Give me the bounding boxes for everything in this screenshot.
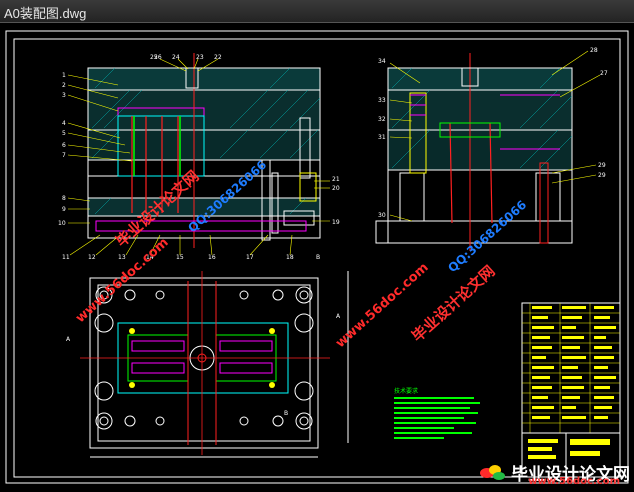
part-number-label: 21 (332, 176, 340, 183)
front-section-view: 1 2 3 4 5 6 7 8 9 10 11 12 13 14 15 16 1… (58, 53, 340, 261)
section-marker: B (284, 410, 288, 417)
part-number-label: 7 (62, 152, 66, 159)
part-number-label: 3 (62, 92, 66, 99)
part-number-label: 12 (88, 254, 96, 261)
drawing-svg[interactable]: 1 2 3 4 5 6 7 8 9 10 11 12 13 14 15 16 1… (0, 23, 634, 487)
section-marker: B (316, 254, 320, 261)
drawing-frame (5, 30, 629, 484)
part-number-label: 18 (286, 254, 294, 261)
part-number-label: 2 (62, 82, 66, 89)
part-number-label: 10 (58, 220, 66, 227)
part-number-label: 6 (62, 142, 66, 149)
part-number-label: 5 (62, 130, 66, 137)
part-number-label: 33 (378, 97, 386, 104)
part-number-label: 27 (600, 70, 608, 77)
part-number-label: 28 (590, 47, 598, 54)
logo-text: 毕业设计论文网 (511, 464, 630, 485)
section-marker: A (336, 313, 341, 320)
part-number-label: 22 (214, 54, 222, 61)
part-number-label: 29 (598, 162, 606, 169)
title-block (521, 302, 621, 478)
part-number-label: 4 (62, 120, 66, 127)
part-number-label: 19 (332, 219, 340, 226)
part-number-label: 9 (62, 206, 66, 213)
part-number-label: 23 (196, 54, 204, 61)
technical-notes: 技术要求 (394, 387, 480, 439)
cad-drawing-canvas[interactable]: 1 2 3 4 5 6 7 8 9 10 11 12 13 14 15 16 1… (0, 23, 634, 487)
inner-frame (13, 38, 621, 478)
part-number-label: 15 (176, 254, 184, 261)
part-number-label: 13 (118, 254, 126, 261)
side-section-view: 34 33 32 31 30 28 27 29 29 26 (154, 47, 608, 251)
part-number-label: 1 (62, 72, 66, 79)
part-number-label: 24 (172, 54, 180, 61)
window-titlebar: A0装配图.dwg (0, 0, 634, 23)
part-number-label: 31 (378, 134, 386, 141)
part-number-label: 8 (62, 195, 66, 202)
logo-url: www.56doc.com (528, 476, 620, 487)
part-number-label: 26 (154, 54, 162, 61)
notes-title: 技术要求 (394, 387, 418, 395)
site-logo: 毕业设计论文网 (477, 459, 630, 485)
part-number-label: 25 (150, 54, 158, 61)
part-number-label: 20 (332, 185, 340, 192)
part-number-label: 34 (378, 58, 386, 65)
part-number-label: 29 (598, 172, 606, 179)
part-number-label: 11 (62, 254, 70, 261)
part-number-label: 32 (378, 116, 386, 123)
part-number-label: 30 (378, 212, 386, 219)
window-title: A0装配图.dwg (4, 6, 87, 21)
flower-logo-icon (480, 465, 505, 480)
part-number-label: 14 (146, 254, 154, 261)
top-plan-view: A A B (66, 271, 349, 458)
part-number-label: 16 (208, 254, 216, 261)
section-marker: A (66, 336, 71, 343)
part-number-label: 17 (246, 254, 254, 261)
